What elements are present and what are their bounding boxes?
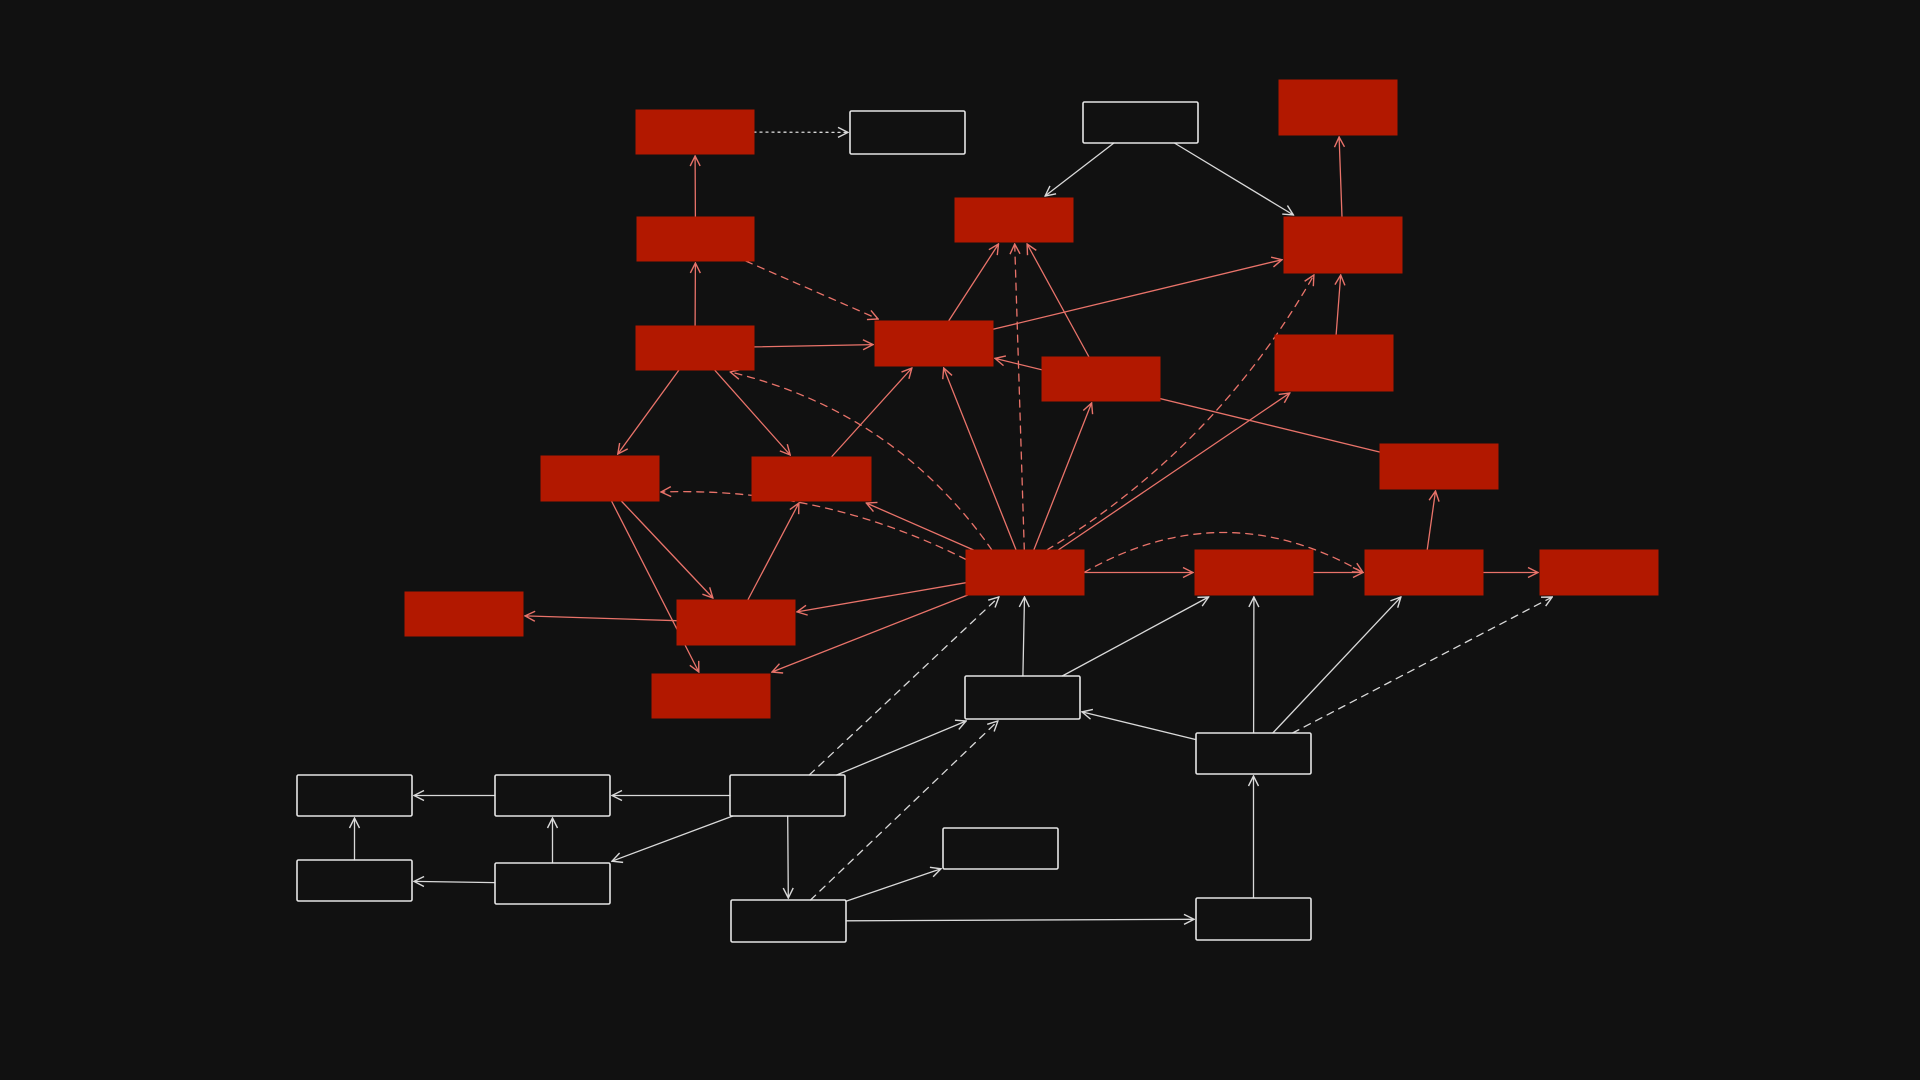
- node-w11-outline[interactable]: [730, 899, 847, 943]
- edge-r15-to-r12: [747, 503, 799, 601]
- node-w3-outline[interactable]: [964, 675, 1081, 720]
- node-r12-filled[interactable]: [751, 456, 872, 502]
- nodes-layer: [296, 79, 1659, 943]
- edge-w11-to-w12: [845, 919, 1194, 921]
- edge-r11-to-r17: [610, 500, 699, 672]
- edge-r6-to-r11: [618, 369, 680, 454]
- node-r19-filled[interactable]: [1539, 549, 1659, 596]
- edge-r9-to-r5: [1336, 275, 1341, 336]
- node-r17-filled[interactable]: [651, 673, 771, 719]
- edge-r12-to-r7: [830, 368, 912, 458]
- edge-r6-to-r12: [713, 369, 791, 455]
- node-w4-outline[interactable]: [296, 774, 413, 817]
- node-w5-outline[interactable]: [494, 774, 611, 817]
- edge-r13-to-r9: [1057, 393, 1290, 551]
- node-w9-outline[interactable]: [494, 862, 611, 905]
- node-w8-outline[interactable]: [296, 859, 413, 902]
- node-r1-filled[interactable]: [635, 109, 755, 155]
- node-r11-filled[interactable]: [540, 455, 660, 502]
- edge-r3-to-r7: [745, 260, 878, 319]
- node-r3-filled[interactable]: [636, 216, 755, 262]
- node-w2-outline[interactable]: [1082, 101, 1199, 144]
- edge-w11-to-w3: [809, 721, 998, 901]
- edge-r13-to-r4: [1015, 244, 1025, 551]
- node-r5-filled[interactable]: [1283, 216, 1403, 274]
- edge-w9-to-w8: [414, 881, 496, 882]
- edge-w6-to-r13: [808, 597, 999, 776]
- edge-r7-to-r5: [992, 260, 1282, 330]
- node-r14-filled[interactable]: [1194, 549, 1314, 596]
- edge-r13-to-r12: [866, 503, 975, 551]
- edge-w6-to-w3: [836, 721, 966, 776]
- edge-w2-to-r4: [1045, 142, 1115, 196]
- edge-r7-to-r4: [947, 244, 999, 322]
- node-w7-outline[interactable]: [1195, 732, 1312, 775]
- edge-w3-to-r13: [1023, 597, 1025, 677]
- node-w10-outline[interactable]: [942, 827, 1059, 870]
- node-w6-outline[interactable]: [729, 774, 846, 817]
- edge-r13-to-r17: [772, 594, 969, 672]
- edge-r13-to-r6: [730, 372, 993, 551]
- node-r7-filled[interactable]: [874, 320, 994, 367]
- edge-w11-to-w10: [845, 869, 941, 902]
- node-r16-filled[interactable]: [404, 591, 524, 637]
- edge-w3-to-r14: [1061, 597, 1208, 677]
- node-r8-filled[interactable]: [1041, 356, 1161, 402]
- edge-r13-to-r5: [1046, 275, 1314, 551]
- edge-w7-to-r18: [1272, 597, 1401, 734]
- edge-r13-to-r18: [1083, 531, 1363, 573]
- edge-r6-to-r7: [753, 345, 873, 347]
- node-r6-filled[interactable]: [635, 325, 755, 371]
- edge-r5-to-r2: [1339, 137, 1342, 218]
- node-r10-filled[interactable]: [1379, 443, 1499, 490]
- edge-r13-to-r11: [661, 492, 967, 561]
- edge-w6-to-w11: [788, 815, 789, 898]
- edge-r8-to-r4: [1027, 244, 1090, 358]
- edge-r15-to-r16: [525, 616, 678, 621]
- edge-w7-to-r19: [1291, 597, 1553, 734]
- node-r13-filled[interactable]: [965, 549, 1085, 596]
- node-r15-filled[interactable]: [676, 599, 796, 646]
- node-r4-filled[interactable]: [954, 197, 1074, 243]
- edge-r13-to-r8: [1033, 403, 1092, 551]
- node-r2-filled[interactable]: [1278, 79, 1398, 136]
- node-w12-outline[interactable]: [1195, 897, 1312, 941]
- edge-r13-to-r7: [944, 368, 1017, 551]
- edge-r11-to-r15: [620, 500, 713, 598]
- edge-w6-to-w9: [612, 815, 734, 861]
- node-r18-filled[interactable]: [1364, 549, 1484, 596]
- edge-w2-to-r5: [1173, 142, 1293, 215]
- edge-w7-to-w3: [1082, 712, 1197, 741]
- edge-r13-to-r15: [797, 582, 967, 612]
- edge-r18-to-r10: [1426, 491, 1435, 551]
- node-w1-outline[interactable]: [849, 110, 966, 155]
- node-r9-filled[interactable]: [1274, 334, 1394, 392]
